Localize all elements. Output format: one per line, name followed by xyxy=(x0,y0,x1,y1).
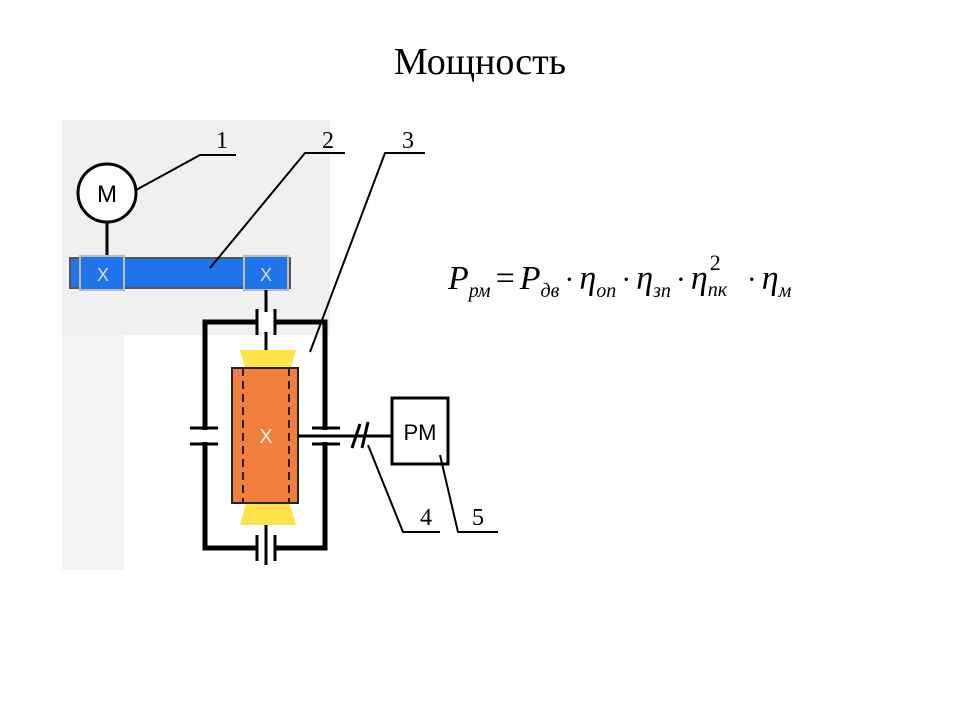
callout-2-leader xyxy=(209,152,345,269)
callout-4: 4 xyxy=(420,505,432,531)
working-machine-box xyxy=(390,396,450,466)
callout-2: 2 xyxy=(322,128,334,154)
formula-p-motor: Pдв xyxy=(519,260,560,302)
formula-lhs-symbol: P xyxy=(448,260,469,297)
coupling-a xyxy=(350,423,362,449)
formula-eta-3-sup: 2 xyxy=(709,250,721,275)
pulley-left xyxy=(79,255,125,291)
formula-dot-3: · xyxy=(675,263,686,296)
callout-5-leader xyxy=(439,454,498,533)
gear-teeth-top xyxy=(240,350,296,372)
gear-teeth-bottom xyxy=(240,503,296,525)
callout-1-leader xyxy=(135,154,236,191)
pulley-left-mark: X xyxy=(97,265,109,285)
formula-dot-4: · xyxy=(746,263,757,296)
reducer-mark: X xyxy=(259,426,272,448)
callout-5: 5 xyxy=(472,505,484,531)
formula-eta-2-symbol: η xyxy=(636,260,654,297)
formula-eta-1-symbol: η xyxy=(579,260,597,297)
formula-eta-1-sub: оп xyxy=(596,280,617,302)
formula-p-symbol: P xyxy=(519,260,541,297)
formula-eta-3-indices: 2 пк xyxy=(708,252,742,301)
formula-eta-2: ηзп xyxy=(636,260,671,302)
formula-eta-4: ηм xyxy=(761,260,792,302)
slide-title: Мощность xyxy=(393,41,567,83)
motor-label: M xyxy=(97,181,117,208)
working-machine-label: PM xyxy=(404,420,437,445)
formula-eta-4-sub: м xyxy=(778,280,792,302)
coupling-b xyxy=(360,421,370,449)
formula-eta-4-symbol: η xyxy=(761,260,779,297)
formula-eta-3-symbol: η xyxy=(690,260,708,297)
formula-p-sub: дв xyxy=(540,280,560,302)
formula-eta-1: ηоп xyxy=(579,260,617,302)
formula-equals: = xyxy=(495,260,515,297)
formula-lhs-sub: рм xyxy=(468,280,491,302)
pulley-right xyxy=(243,255,289,291)
callout-3-leader xyxy=(309,152,425,353)
callout-3: 3 xyxy=(402,128,414,154)
formula-dot-2: · xyxy=(621,263,632,296)
diagram-background-lower xyxy=(62,335,124,570)
formula-eta-2-sub: зп xyxy=(653,280,671,302)
formula-lhs: Pрм xyxy=(448,260,491,302)
reducer-frame xyxy=(202,319,328,551)
callout-1: 1 xyxy=(216,128,228,154)
bearing-left-gap xyxy=(202,430,210,442)
formula-dot-1: · xyxy=(564,263,575,296)
callout-4-leader xyxy=(367,444,440,533)
diagram-background xyxy=(62,120,330,335)
pulley-right-mark: X xyxy=(260,265,272,285)
bearing-top xyxy=(256,312,276,332)
formula-eta-3-sub: пк xyxy=(707,279,728,301)
